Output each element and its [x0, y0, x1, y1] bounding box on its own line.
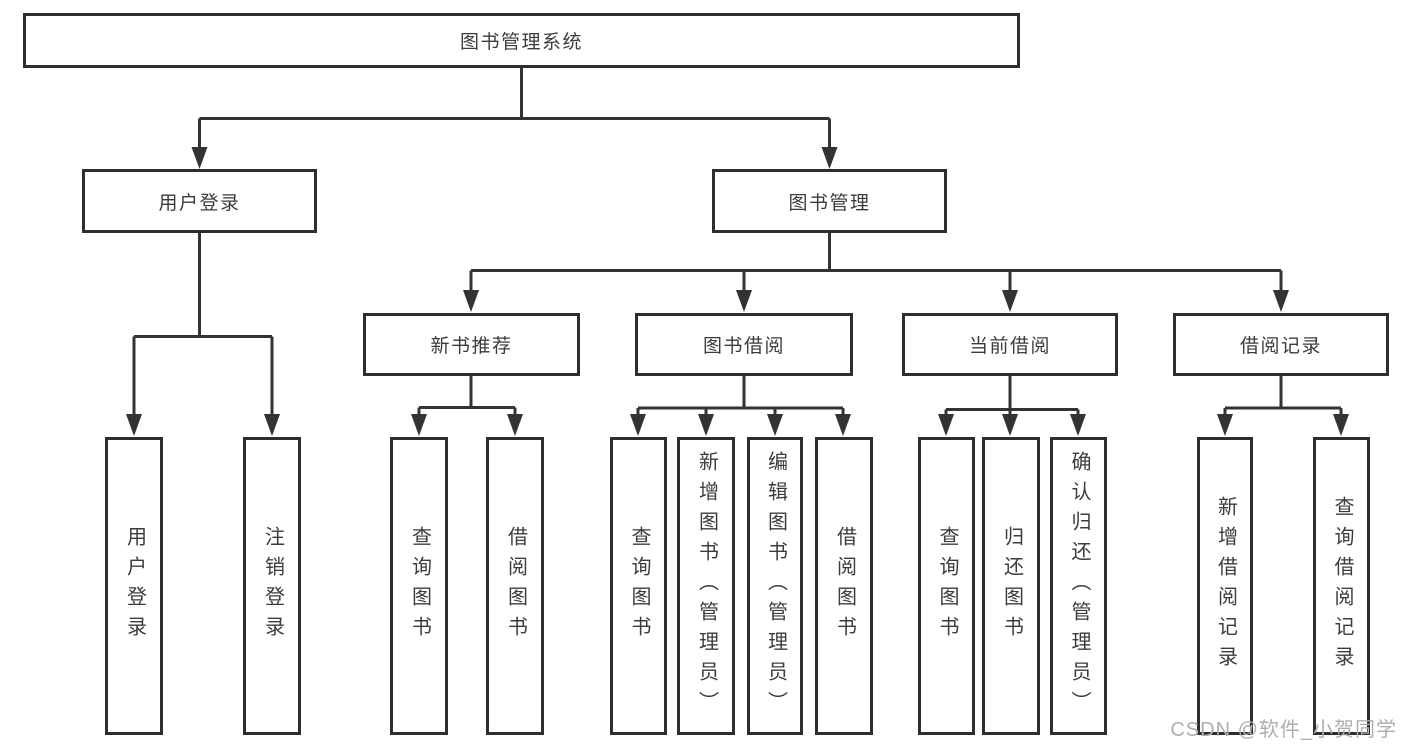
node-label: 归还图书	[1000, 526, 1023, 646]
arrow-down-icon	[630, 414, 646, 436]
tree-connector-new-book-recommend	[417, 376, 517, 418]
node-library-management-system: 图书管理系统	[23, 13, 1020, 68]
arrow-down-icon	[1273, 290, 1289, 312]
node-label: 当前借阅	[968, 336, 1051, 357]
leaf-current-confirm-return-admin: 确认归还（管理员）	[1050, 437, 1107, 735]
tree-connector-book-management	[469, 233, 1283, 292]
arrow-down-icon	[698, 414, 714, 436]
tree-connector-book-borrowing	[636, 376, 845, 418]
node-label: 用户登录	[123, 526, 146, 646]
leaf-user-login: 用户登录	[105, 437, 163, 735]
node-label: 查询图书	[936, 526, 958, 646]
arrow-down-icon	[938, 414, 954, 436]
leaf-borrowing-add-books-admin: 新增图书（管理员）	[677, 437, 735, 735]
node-label: 查询借阅记录	[1331, 496, 1353, 676]
node-label: 图书管理系统	[459, 32, 583, 53]
node-label: 新书推荐	[430, 336, 513, 357]
arrow-down-icon	[264, 414, 280, 436]
arrow-down-icon	[463, 290, 479, 312]
leaf-borrowing-borrow-books: 借阅图书	[815, 437, 873, 735]
arrow-down-icon	[126, 414, 142, 436]
arrow-down-icon	[411, 414, 427, 436]
leaf-borrowing-query-books: 查询图书	[610, 437, 667, 735]
arrow-down-icon	[1070, 414, 1086, 436]
node-label: 查询图书	[628, 526, 650, 646]
tree-connector-borrowing-records	[1223, 376, 1343, 418]
leaf-recommend-query-books: 查询图书	[390, 437, 448, 735]
arrow-down-icon	[1002, 290, 1018, 312]
node-label: 确认归还（管理员）	[1068, 451, 1090, 721]
node-borrowing-records: 借阅记录	[1173, 313, 1389, 376]
tree-connector-current-borrowing	[944, 376, 1080, 418]
arrow-down-icon	[767, 414, 783, 436]
node-current-borrowing: 当前借阅	[902, 313, 1118, 376]
csdn-watermark: CSDN @软件_小贺同学	[1170, 719, 1397, 741]
arrow-down-icon	[821, 147, 838, 169]
tree-connector-root	[198, 68, 831, 148]
arrow-down-icon	[1002, 414, 1018, 436]
arrow-down-icon	[1333, 414, 1349, 436]
node-user-login: 用户登录	[82, 169, 317, 233]
leaf-current-return-books: 归还图书	[982, 437, 1040, 735]
node-label: 用户登录	[158, 192, 241, 214]
leaf-logout: 注销登录	[243, 437, 301, 735]
node-book-management: 图书管理	[712, 169, 947, 233]
node-label: 查询图书	[408, 526, 431, 646]
node-label: 编辑图书（管理员）	[764, 451, 787, 721]
tree-connector-user-login	[132, 233, 274, 416]
node-new-book-recommend: 新书推荐	[363, 313, 580, 376]
leaf-records-query-record: 查询借阅记录	[1313, 437, 1370, 735]
node-label: 借阅记录	[1239, 336, 1322, 357]
node-label: 图书借阅	[702, 336, 785, 357]
arrow-down-icon	[507, 414, 523, 436]
leaf-records-add-record: 新增借阅记录	[1197, 437, 1253, 735]
node-label: 借阅图书	[833, 526, 856, 646]
arrow-down-icon	[736, 290, 752, 312]
node-label: 借阅图书	[504, 526, 527, 646]
node-label: 图书管理	[788, 192, 871, 214]
node-label: 注销登录	[261, 526, 284, 646]
arrow-down-icon	[1217, 414, 1233, 436]
leaf-current-query-books: 查询图书	[918, 437, 975, 735]
arrow-down-icon	[835, 414, 851, 436]
leaf-recommend-borrow-books: 借阅图书	[486, 437, 544, 735]
node-label: 新增图书（管理员）	[695, 451, 718, 721]
leaf-borrowing-edit-books-admin: 编辑图书（管理员）	[747, 437, 803, 735]
node-label: 新增借阅记录	[1214, 496, 1237, 676]
arrow-down-icon	[191, 147, 208, 169]
node-book-borrowing: 图书借阅	[635, 313, 853, 376]
